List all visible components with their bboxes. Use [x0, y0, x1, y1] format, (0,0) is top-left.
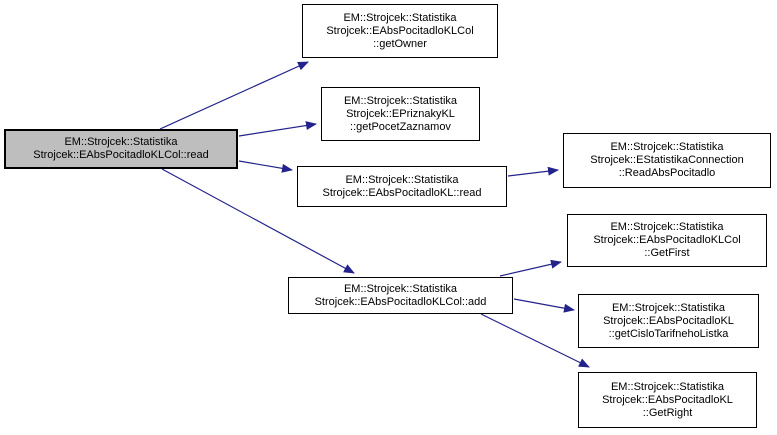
edge-read-to-add [161, 168, 355, 274]
graph-node-eabspocitadloklcol-read: EM::Strojcek::Statistika Strojcek::EAbsP… [4, 129, 238, 169]
node-label-line: EM::Strojcek::Statistika [610, 380, 725, 393]
node-label-line: EM::Strojcek::Statistika [610, 221, 724, 233]
edge-read-to-getpocetzaznamov [238, 121, 317, 137]
node-label-line: Strojcek::EAbsPocitadloKLCol::read [33, 149, 209, 161]
graph-node-readabspocitadlo[interactable]: EM::Strojcek::Statistika Strojcek::EStat… [563, 133, 771, 188]
node-label-line: ::getOwner [373, 37, 427, 50]
node-label-line: Strojcek::EStatistikaConnection [590, 154, 744, 166]
node-label-line: EM::Strojcek::Statistika [610, 141, 724, 153]
edge-add-to-getcislotarifneholistka [513, 298, 575, 313]
edge-read-to-getowner [159, 61, 309, 130]
graph-node-eabspocitadloklcol-add[interactable]: EM::Strojcek::Statistika Strojcek::EAbsP… [288, 277, 513, 314]
graph-node-eabspocitadlokl-read[interactable]: EM::Strojcek::Statistika Strojcek::EAbsP… [297, 166, 507, 207]
node-label-line: Strojcek::EPriznakyKL [346, 107, 455, 120]
graph-node-getcislotarifneholistka[interactable]: EM::Strojcek::Statistika Strojcek::EAbsP… [578, 294, 759, 348]
graph-node-getowner[interactable]: EM::Strojcek::Statistika Strojcek::EAbsP… [302, 4, 498, 58]
node-label-line: EM::Strojcek::Statistika [611, 301, 726, 314]
edge-read-to-klread [238, 160, 293, 173]
graph-node-getright[interactable]: EM::Strojcek::Statistika Strojcek::EAbsP… [578, 372, 757, 428]
node-label-line: EM::Strojcek::Statistika [343, 11, 457, 24]
node-label-line: Strojcek::EAbsPocitadloKLCol [326, 24, 474, 37]
node-label-line: Strojcek::EAbsPocitadloKL::read [322, 186, 482, 199]
node-label-line: EM::Strojcek::Statistika [343, 94, 458, 107]
graph-node-getpocetzaznamov[interactable]: EM::Strojcek::Statistika Strojcek::EPriz… [321, 87, 480, 141]
node-label-line: ::ReadAbsPocitadlo [618, 167, 716, 179]
edge-klread-to-readabspocitadlo [507, 166, 559, 177]
edge-add-to-getfirst [499, 259, 562, 277]
node-label-line: ::GetRight [642, 406, 693, 419]
node-label-line: Strojcek::EAbsPocitadloKL [602, 393, 733, 406]
node-label-line: EM::Strojcek::Statistika [343, 282, 458, 295]
node-label-line: Strojcek::EAbsPocitadloKLCol::add [314, 295, 487, 308]
node-label-line: ::getPocetZaznamov [350, 120, 451, 133]
node-label-line: Strojcek::EAbsPocitadloKLCol [593, 234, 741, 246]
edge-add-to-getright [480, 313, 590, 368]
graph-node-getfirst[interactable]: EM::Strojcek::Statistika Strojcek::EAbsP… [567, 214, 767, 267]
node-label-line: Strojcek::EAbsPocitadloKL [603, 314, 734, 327]
node-label-line: EM::Strojcek::Statistika [64, 136, 178, 148]
node-label-line: ::getCisloTarifnehoListka [608, 327, 729, 340]
node-label-line: ::GetFirst [644, 247, 690, 259]
node-label-line: EM::Strojcek::Statistika [345, 173, 459, 186]
